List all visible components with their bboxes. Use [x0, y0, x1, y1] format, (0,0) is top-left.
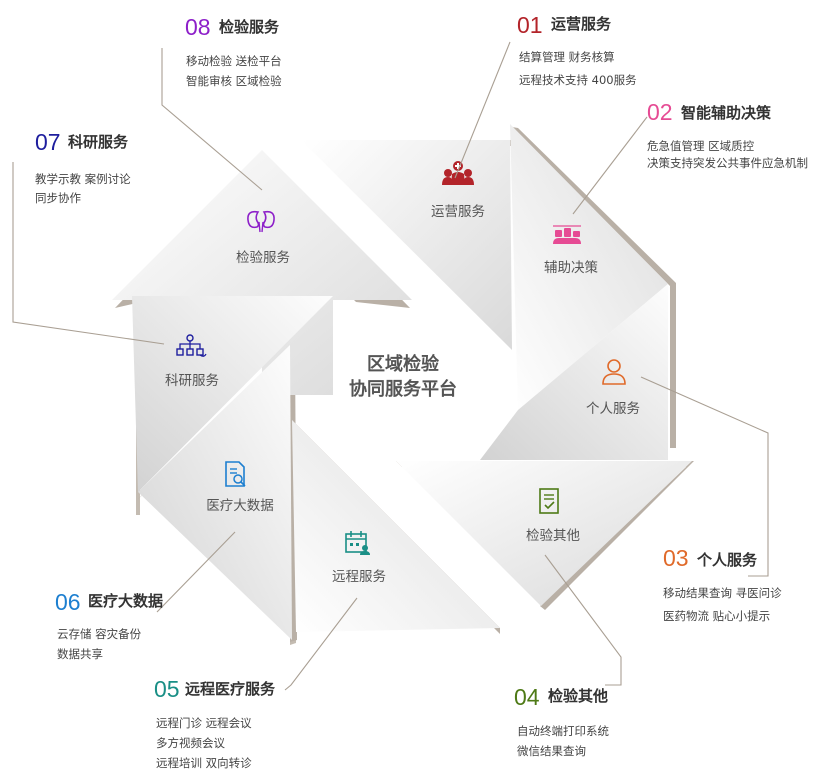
- medical-team-icon: [442, 161, 474, 185]
- leader-02: [572, 116, 648, 215]
- service-05-item: 远程培训 双向转诊: [156, 756, 252, 770]
- kidney-icon: [247, 210, 275, 233]
- leader-04: [544, 554, 622, 686]
- service-02-item: 决策支持突发公共事件应急机制: [647, 156, 808, 170]
- block-jianyan-fuwu-shape: [112, 150, 412, 395]
- data-search-document-icon: [225, 461, 246, 487]
- service-03-number: 03: [663, 545, 689, 571]
- block-label-yiliao-dashuju: 医疗大数据: [206, 498, 274, 514]
- leader-06: [156, 531, 236, 613]
- service-01-item: 结算管理 财务核算: [519, 50, 615, 64]
- service-02-title: 智能辅助决策: [681, 104, 772, 122]
- service-06-number: 06: [55, 589, 81, 615]
- service-05-item: 远程门诊 远程会议: [156, 716, 252, 730]
- block-label-yuancheng-fuwu: 远程服务: [332, 569, 386, 585]
- service-06-title: 医疗大数据: [88, 592, 163, 610]
- service-07-title: 科研服务: [68, 133, 129, 151]
- service-05-number: 05: [154, 676, 180, 702]
- block-label-yunying-fuwu: 运营服务: [431, 204, 485, 220]
- leader-08: [161, 48, 263, 191]
- service-04-item: 自动终端打印系统: [517, 724, 609, 738]
- block-label-jianyan-fuwu: 检验服务: [236, 250, 290, 266]
- leader-01: [454, 41, 511, 179]
- service-06-item: 云存储 容灾备份: [57, 627, 142, 641]
- research-network-icon: [176, 334, 207, 357]
- service-07-item: 教学示教 案例讨论: [35, 172, 131, 186]
- service-08-title: 检验服务: [219, 18, 280, 36]
- service-04-item: 微信结果查询: [517, 744, 586, 758]
- service-02: 02 智能辅助决策 危急值管理 区域质控 决策支持突发公共事件应急机制: [647, 99, 808, 170]
- leader-05: [284, 597, 358, 691]
- block-yiliao-dashuju-shape: [138, 345, 292, 640]
- service-06-item: 数据共享: [57, 647, 103, 661]
- service-08-item: 移动检验 送检平台: [186, 54, 282, 68]
- service-07-number: 07: [35, 129, 61, 155]
- block-yunying-fuwu-shape: [303, 140, 512, 350]
- block-yuancheng-fuwu-shape: [292, 420, 500, 632]
- service-08-item: 智能审核 区域检验: [186, 74, 282, 88]
- service-03: 03 个人服务 移动结果查询 寻医问诊 医药物流 贴心小提示: [663, 545, 782, 623]
- service-05-title: 远程医疗服务: [185, 680, 276, 698]
- block-label-jianyan-qita: 检验其他: [526, 528, 580, 544]
- service-04-number: 04: [514, 684, 540, 710]
- service-06: 06 医疗大数据 云存储 容灾备份 数据共享: [55, 589, 163, 661]
- service-03-item: 医药物流 贴心小提示: [663, 609, 770, 623]
- center-title-line2: 协同服务平台: [349, 378, 457, 400]
- service-08: 08 检验服务 移动检验 送检平台 智能审核 区域检验: [185, 14, 282, 88]
- service-08-number: 08: [185, 14, 211, 40]
- service-02-item: 危急值管理 区域质控: [647, 139, 755, 153]
- calendar-user-icon: [345, 531, 370, 555]
- service-03-item: 移动结果查询 寻医问诊: [663, 586, 782, 600]
- service-04-title: 检验其他: [548, 687, 608, 705]
- checklist-document-icon: [539, 488, 559, 514]
- service-03-title: 个人服务: [696, 551, 758, 569]
- service-07-item: 同步协作: [35, 191, 81, 205]
- leader-lines: [12, 41, 769, 691]
- center-title-line1: 区域检验: [367, 353, 440, 375]
- block-label-geren-fuwu: 个人服务: [586, 401, 640, 417]
- service-01: 01 运营服务 结算管理 财务核算 远程技术支持 400服务: [517, 12, 637, 87]
- service-01-title: 运营服务: [551, 15, 612, 33]
- service-01-number: 01: [517, 12, 543, 38]
- decision-support-icon: [553, 225, 581, 244]
- block-jianyan-qita-shape: [396, 461, 692, 606]
- service-05: 05 远程医疗服务 远程门诊 远程会议 多方视频会议 远程培训 双向转诊: [154, 676, 276, 770]
- leader-03: [640, 376, 769, 577]
- leader-07: [12, 162, 165, 345]
- block-geren-fuwu-shape: [480, 284, 668, 460]
- service-04: 04 检验其他 自动终端打印系统 微信结果查询: [514, 684, 609, 758]
- pinwheel: [112, 124, 694, 645]
- block-label-keyan-fuwu: 科研服务: [165, 373, 219, 389]
- person-icon: [602, 359, 626, 385]
- service-07: 07 科研服务 教学示教 案例讨论 同步协作: [35, 129, 131, 205]
- service-05-item: 多方视频会议: [156, 736, 225, 750]
- block-label-fuzhu-juece: 辅助决策: [544, 259, 598, 276]
- block-keyan-fuwu-shape: [132, 296, 333, 492]
- service-02-number: 02: [647, 99, 673, 125]
- block-fuzhu-juece-shape: [510, 124, 668, 410]
- service-01-item: 远程技术支持 400服务: [519, 73, 637, 87]
